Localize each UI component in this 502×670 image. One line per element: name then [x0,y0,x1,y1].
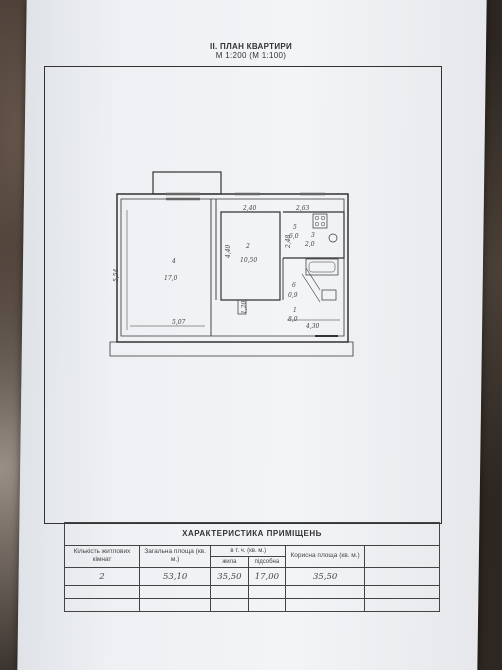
room-5-area: 6,0 [289,233,299,240]
col-rooms: Кількість житлових кімнат [64,544,140,569]
room-1-number: 1 [293,307,297,314]
room-4-area: 17,0 [164,275,178,282]
value-living: 35,50 [210,567,249,587]
room-2-area: 10,50 [240,257,257,264]
value-useful-area: 35,50 [285,567,365,587]
dim-1-20: 1,20 [241,300,248,314]
room-2-number: 2 [245,243,250,250]
stove [312,213,328,229]
room-3-number: 3 [311,232,315,239]
balcony [152,171,222,195]
bottom-wall [109,341,354,357]
value-rooms: 2 [64,567,140,587]
room-5-number: 5 [293,224,297,231]
room-6-number: 6 [292,282,296,289]
value-auxiliary: 17,00 [247,567,287,587]
bath [305,258,339,276]
room-6-area: 0,9 [288,292,298,299]
dim-2-40: 2,40 [242,205,257,212]
room-1-area: 8,0 [288,316,298,323]
dim-5-54: 5,54 [113,268,120,282]
dim-2-63: 2,63 [295,205,310,212]
room-5 [283,211,345,259]
characteristics-table: ХАРАКТЕРИСТИКА ПРИМІЩЕНЬ Кількість житло… [64,522,440,612]
room-2 [220,211,281,301]
document-scale: М 1:200 (М 1:100) [215,51,287,60]
col-useful-area: Корисна площа (кв. м.) [285,544,365,569]
document-title: II. ПЛАН КВАРТИРИ [209,42,293,51]
sink [328,233,338,243]
col-total-area: Загальна площа (кв. м.) [138,544,212,569]
room-4-number: 4 [171,258,176,265]
col-including: в т. ч. (кв. м.) [210,544,287,557]
dim-2-48: 2,48 [285,234,292,249]
dim-4-40: 4,40 [225,244,232,259]
dim-5-07: 5,07 [172,319,186,326]
col-living: жила [210,555,249,569]
dim-4-30: 4,30 [305,323,320,330]
room-3-area: 2,0 [304,241,315,248]
toilet [321,289,337,301]
value-total-area: 53,10 [138,567,212,587]
table-heading: ХАРАКТЕРИСТИКА ПРИМІЩЕНЬ [64,522,440,546]
col-auxiliary: підсобна [247,555,287,569]
